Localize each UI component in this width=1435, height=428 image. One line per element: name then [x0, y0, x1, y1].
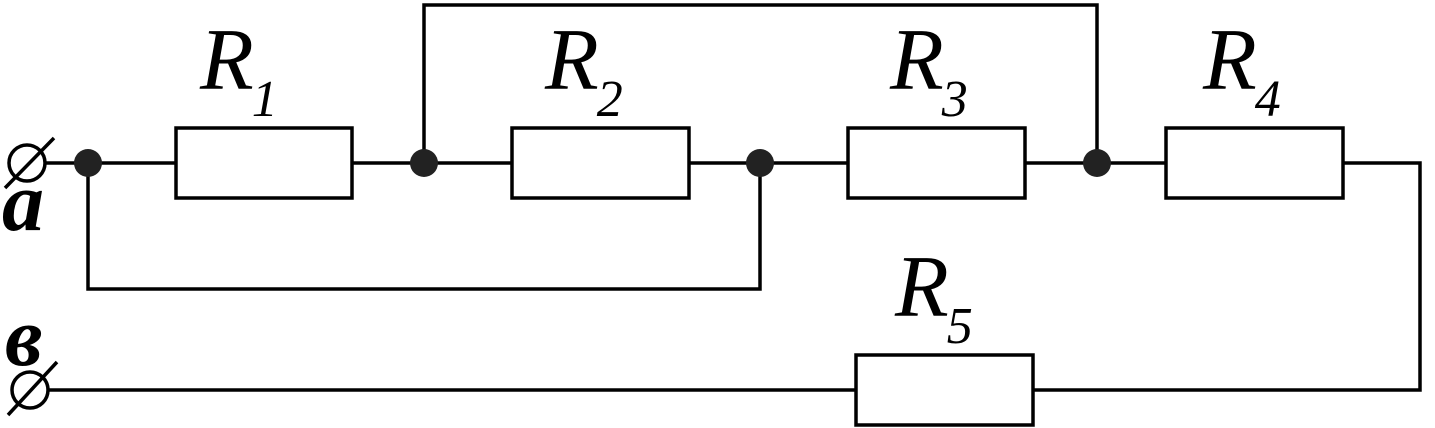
label-r2: R2 — [544, 12, 623, 128]
terminal-a-label: a — [2, 156, 44, 249]
resistor-r1 — [174, 126, 354, 200]
resistor-r5 — [854, 353, 1035, 427]
label-r5: R5 — [894, 239, 973, 355]
junction-node — [1083, 149, 1111, 177]
wire-bypass-bottom — [86, 163, 762, 291]
resistor-r3 — [846, 126, 1027, 200]
label-r1: R1 — [199, 12, 278, 128]
wire-bypass-top — [422, 3, 1099, 163]
resistor-r4 — [1164, 126, 1345, 200]
resistor-r2 — [510, 126, 691, 200]
junction-node — [410, 149, 438, 177]
junction-node — [746, 149, 774, 177]
junction-node — [74, 149, 102, 177]
terminal-b-label: в — [5, 291, 43, 384]
terminal-a: a — [2, 136, 56, 249]
label-r4: R4 — [1202, 12, 1281, 128]
label-r3: R3 — [889, 12, 968, 128]
terminal-b: в — [5, 291, 59, 417]
